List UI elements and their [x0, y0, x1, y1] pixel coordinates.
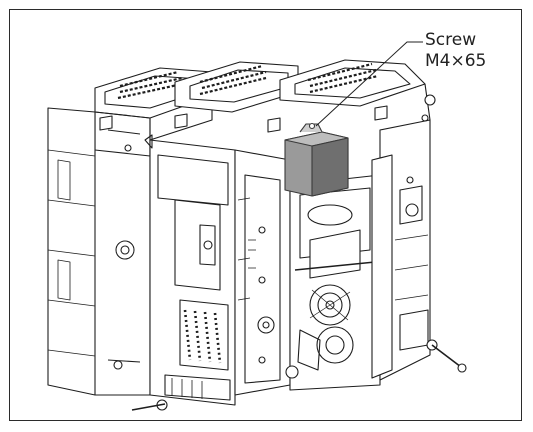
front-panel [131, 139, 236, 411]
top-terminals [99, 105, 388, 149]
callout-line-1: Screw [425, 30, 477, 50]
operating-mechanism [285, 174, 381, 391]
right-side-housing [371, 94, 467, 381]
mechanism-plate [234, 149, 291, 396]
housing-left-side [47, 107, 151, 396]
screw-leader-line [315, 41, 423, 127]
arc-chute-right [279, 59, 431, 129]
accessory-block [284, 122, 349, 197]
screw-callout-label: Screw M4×65 [425, 30, 486, 72]
callout-line-2: M4×65 [425, 51, 487, 71]
